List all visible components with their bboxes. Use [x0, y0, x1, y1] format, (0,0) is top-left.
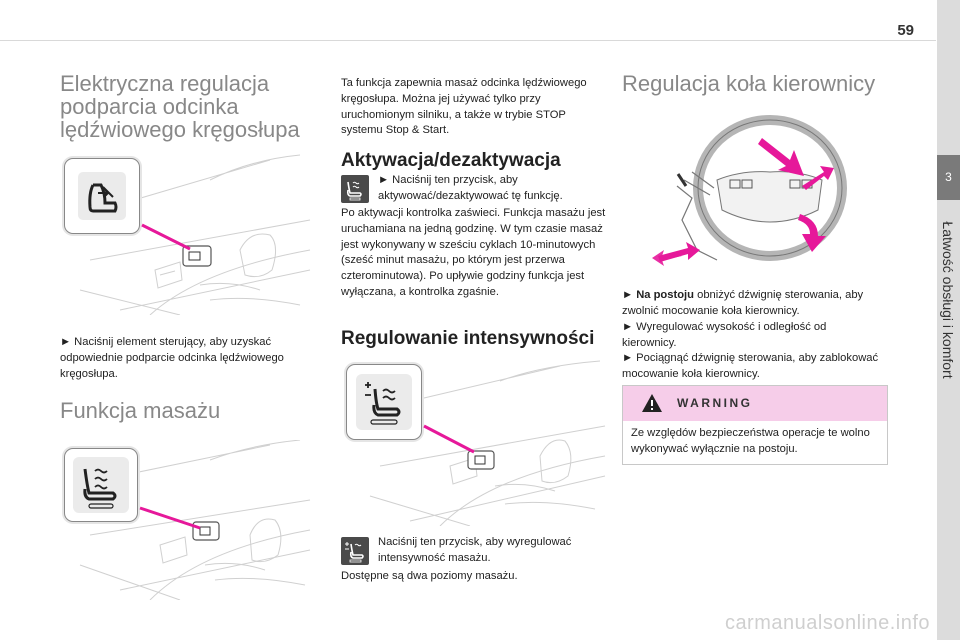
intensity-description: Dostępne są dwa poziomy masażu.	[341, 570, 518, 582]
warning-box: WARNING Ze względów bezpieczeństwa opera…	[622, 385, 888, 465]
section-title-steering: Regulacja koła kierownicy	[622, 71, 876, 96]
warning-text: Ze względów bezpieczeństwa operacje te w…	[631, 427, 870, 455]
massage-intro: Ta funkcja zapewnia masaż odcinka lędźwi…	[341, 77, 587, 137]
header-rule	[0, 40, 936, 41]
activation-description: Po aktywacji kontrolka zaświeci. Funkcja…	[341, 207, 606, 298]
lumbar-seat-icon	[78, 172, 126, 220]
massage-intensity-icon	[341, 537, 369, 565]
pointer-arrow	[141, 223, 191, 251]
pointer-arrow	[139, 506, 201, 530]
section-title-intensity: Regulowanie intensywności	[341, 328, 595, 349]
massage-seat-icon	[73, 457, 129, 513]
steering-step-2: ► Wyregulować wysokość i odległość od ki…	[622, 321, 827, 349]
pointer-arrow	[423, 424, 475, 454]
intensity-button-card	[346, 364, 422, 440]
lumbar-seat-illustration	[60, 150, 318, 316]
chapter-tab[interactable]: 3	[937, 155, 960, 200]
massage-seat-illustration	[60, 439, 318, 601]
warning-title: WARNING	[677, 396, 753, 410]
chapter-title: Łatwość obsługi i komfort	[940, 221, 956, 379]
section-title-massage: Funkcja masażu	[60, 398, 221, 423]
warning-triangle-icon	[642, 394, 662, 412]
lumbar-button-card	[64, 158, 140, 234]
steering-wheel-illustration	[622, 110, 884, 270]
massage-button-card	[64, 448, 138, 522]
section-title-lumbar: Elektryczna regulacja podparcia odcinka …	[60, 71, 300, 142]
page-number: 59	[897, 22, 914, 39]
intensity-step: Naciśnij ten przycisk, aby wyregulować i…	[378, 536, 572, 564]
steering-step-1: ► Na postoju obniżyć dźwignię sterowania…	[622, 289, 864, 317]
massage-intensity-icon	[356, 374, 412, 430]
massage-seat-icon	[341, 175, 369, 203]
lumbar-instruction: ► Naciśnij element sterujący, aby uzyska…	[60, 336, 284, 380]
steering-step-3: ► Pociągnąć dźwignię sterowania, aby zab…	[622, 352, 879, 380]
warning-header: WARNING	[623, 386, 887, 421]
step1-emphasis: Na postoju	[636, 289, 694, 301]
step1-text: obniżyć dźwignię sterowania, aby zwolnić…	[622, 289, 864, 317]
section-title-activation: Aktywacja/dezaktywacja	[341, 150, 561, 171]
watermark: carmanualsonline.info	[724, 612, 930, 634]
intensity-seat-illustration	[340, 356, 610, 527]
activation-step: ► Naciśnij ten przycisk, aby aktywować/d…	[378, 174, 563, 202]
